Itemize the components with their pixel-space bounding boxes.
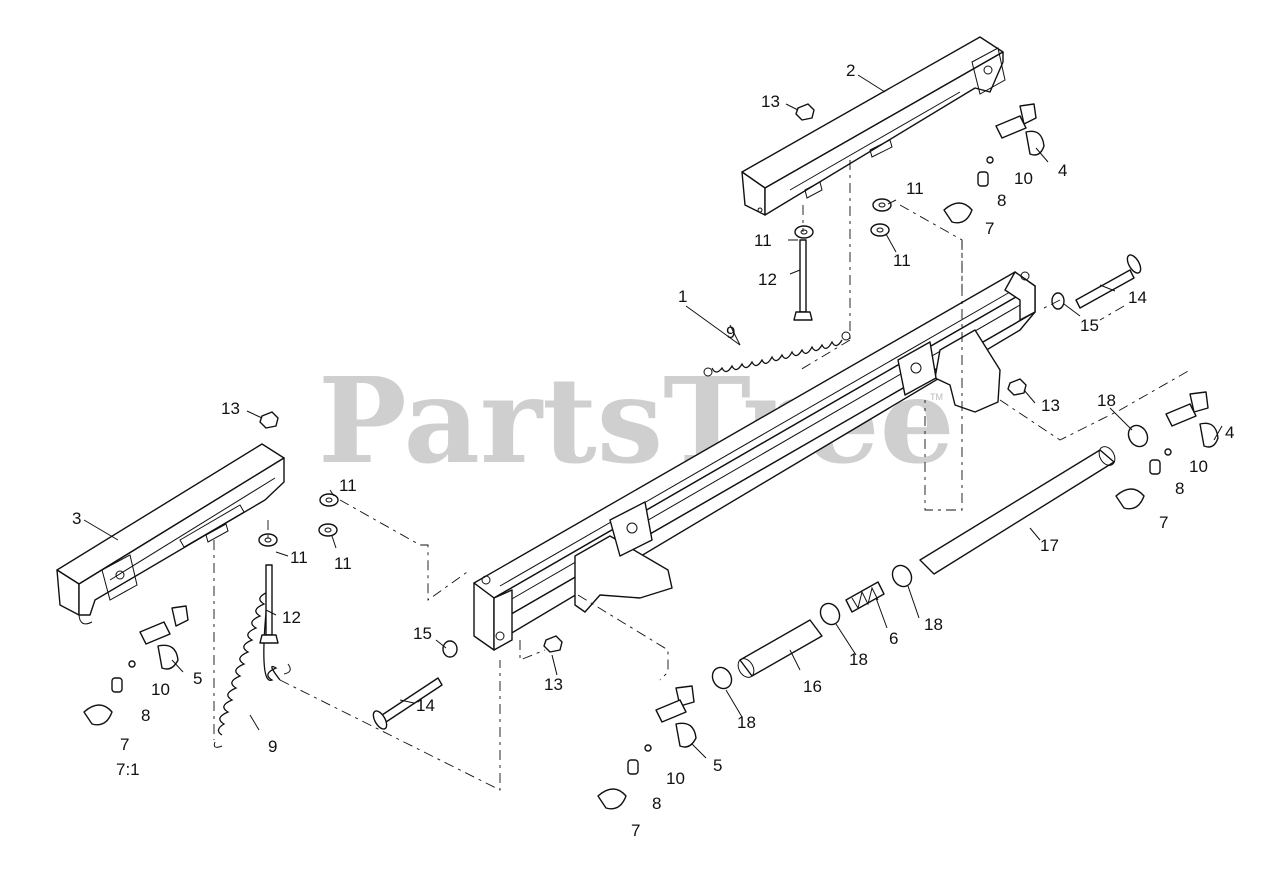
lower-rail-part [56,443,285,625]
callout-2: 2 [846,61,855,80]
callout-8: 8 [141,706,150,725]
callout-3: 3 [72,509,81,528]
callout-13: 13 [1041,396,1060,415]
pin-part-14-lower [372,677,443,730]
callout-18: 18 [924,615,943,634]
callout-13: 13 [221,399,240,418]
callout-18: 18 [849,650,868,669]
callout-15: 15 [1080,316,1099,335]
spring-upper [703,331,851,377]
callout-12: 12 [282,608,301,627]
grease-fittings [83,103,1219,810]
pin-part-14-upper [1075,254,1142,309]
callout-7: 7 [120,735,129,754]
callout-11: 11 [893,251,911,270]
callout-11: 11 [334,554,352,573]
callout-5: 5 [713,756,722,775]
callout-8: 8 [652,794,661,813]
callout-7: 7 [985,219,994,238]
tube-part-17 [919,446,1116,575]
nuts-13 [259,103,1027,653]
bolt-part-12-upper [793,239,813,321]
trademark-mark: TM [930,392,943,402]
threaded-rod-part [845,581,885,613]
callout-11: 11 [339,476,357,495]
alignment-lines [213,160,1191,791]
upper-rail-part [741,36,1006,216]
callout-9: 9 [268,737,277,756]
callout-4: 4 [1058,161,1067,180]
callout-7: 7 [1159,513,1168,532]
callout-9: 9 [726,323,735,342]
callout-16: 16 [803,677,822,696]
spring-lower [213,590,291,748]
figure-caption: 7:1 [116,760,140,779]
callout-12: 12 [758,270,777,289]
callout-14: 14 [1128,288,1147,307]
hose-clamps [711,424,1149,690]
callout-11: 11 [290,548,308,567]
callout-17: 17 [1040,536,1059,555]
main-frame-part [473,271,1036,651]
bolt-part-12-lower [259,564,279,644]
callout-4: 4 [1225,423,1234,442]
callout-1: 1 [678,287,687,306]
callout-8: 8 [997,191,1006,210]
washers-11 [258,198,892,547]
callout-15: 15 [413,624,432,643]
callout-10: 10 [151,680,170,699]
callout-18: 18 [1097,391,1116,410]
callout-13: 13 [544,675,563,694]
callouts: 1 2 3 4 4 5 5 6 7 7 7 7 8 8 8 8 9 9 10 1… [72,61,1234,840]
callout-18: 18 [737,713,756,732]
callout-10: 10 [1014,169,1033,188]
callout-11: 11 [906,179,924,198]
callout-13: 13 [761,92,780,111]
tube-part-16 [737,619,823,678]
callout-leaders [83,74,1223,759]
callout-10: 10 [1189,457,1208,476]
callout-6: 6 [889,629,898,648]
callout-8: 8 [1175,479,1184,498]
callout-14: 14 [416,696,435,715]
callout-10: 10 [666,769,685,788]
callout-7: 7 [631,821,640,840]
callout-11: 11 [754,231,772,250]
callout-5: 5 [193,669,202,688]
